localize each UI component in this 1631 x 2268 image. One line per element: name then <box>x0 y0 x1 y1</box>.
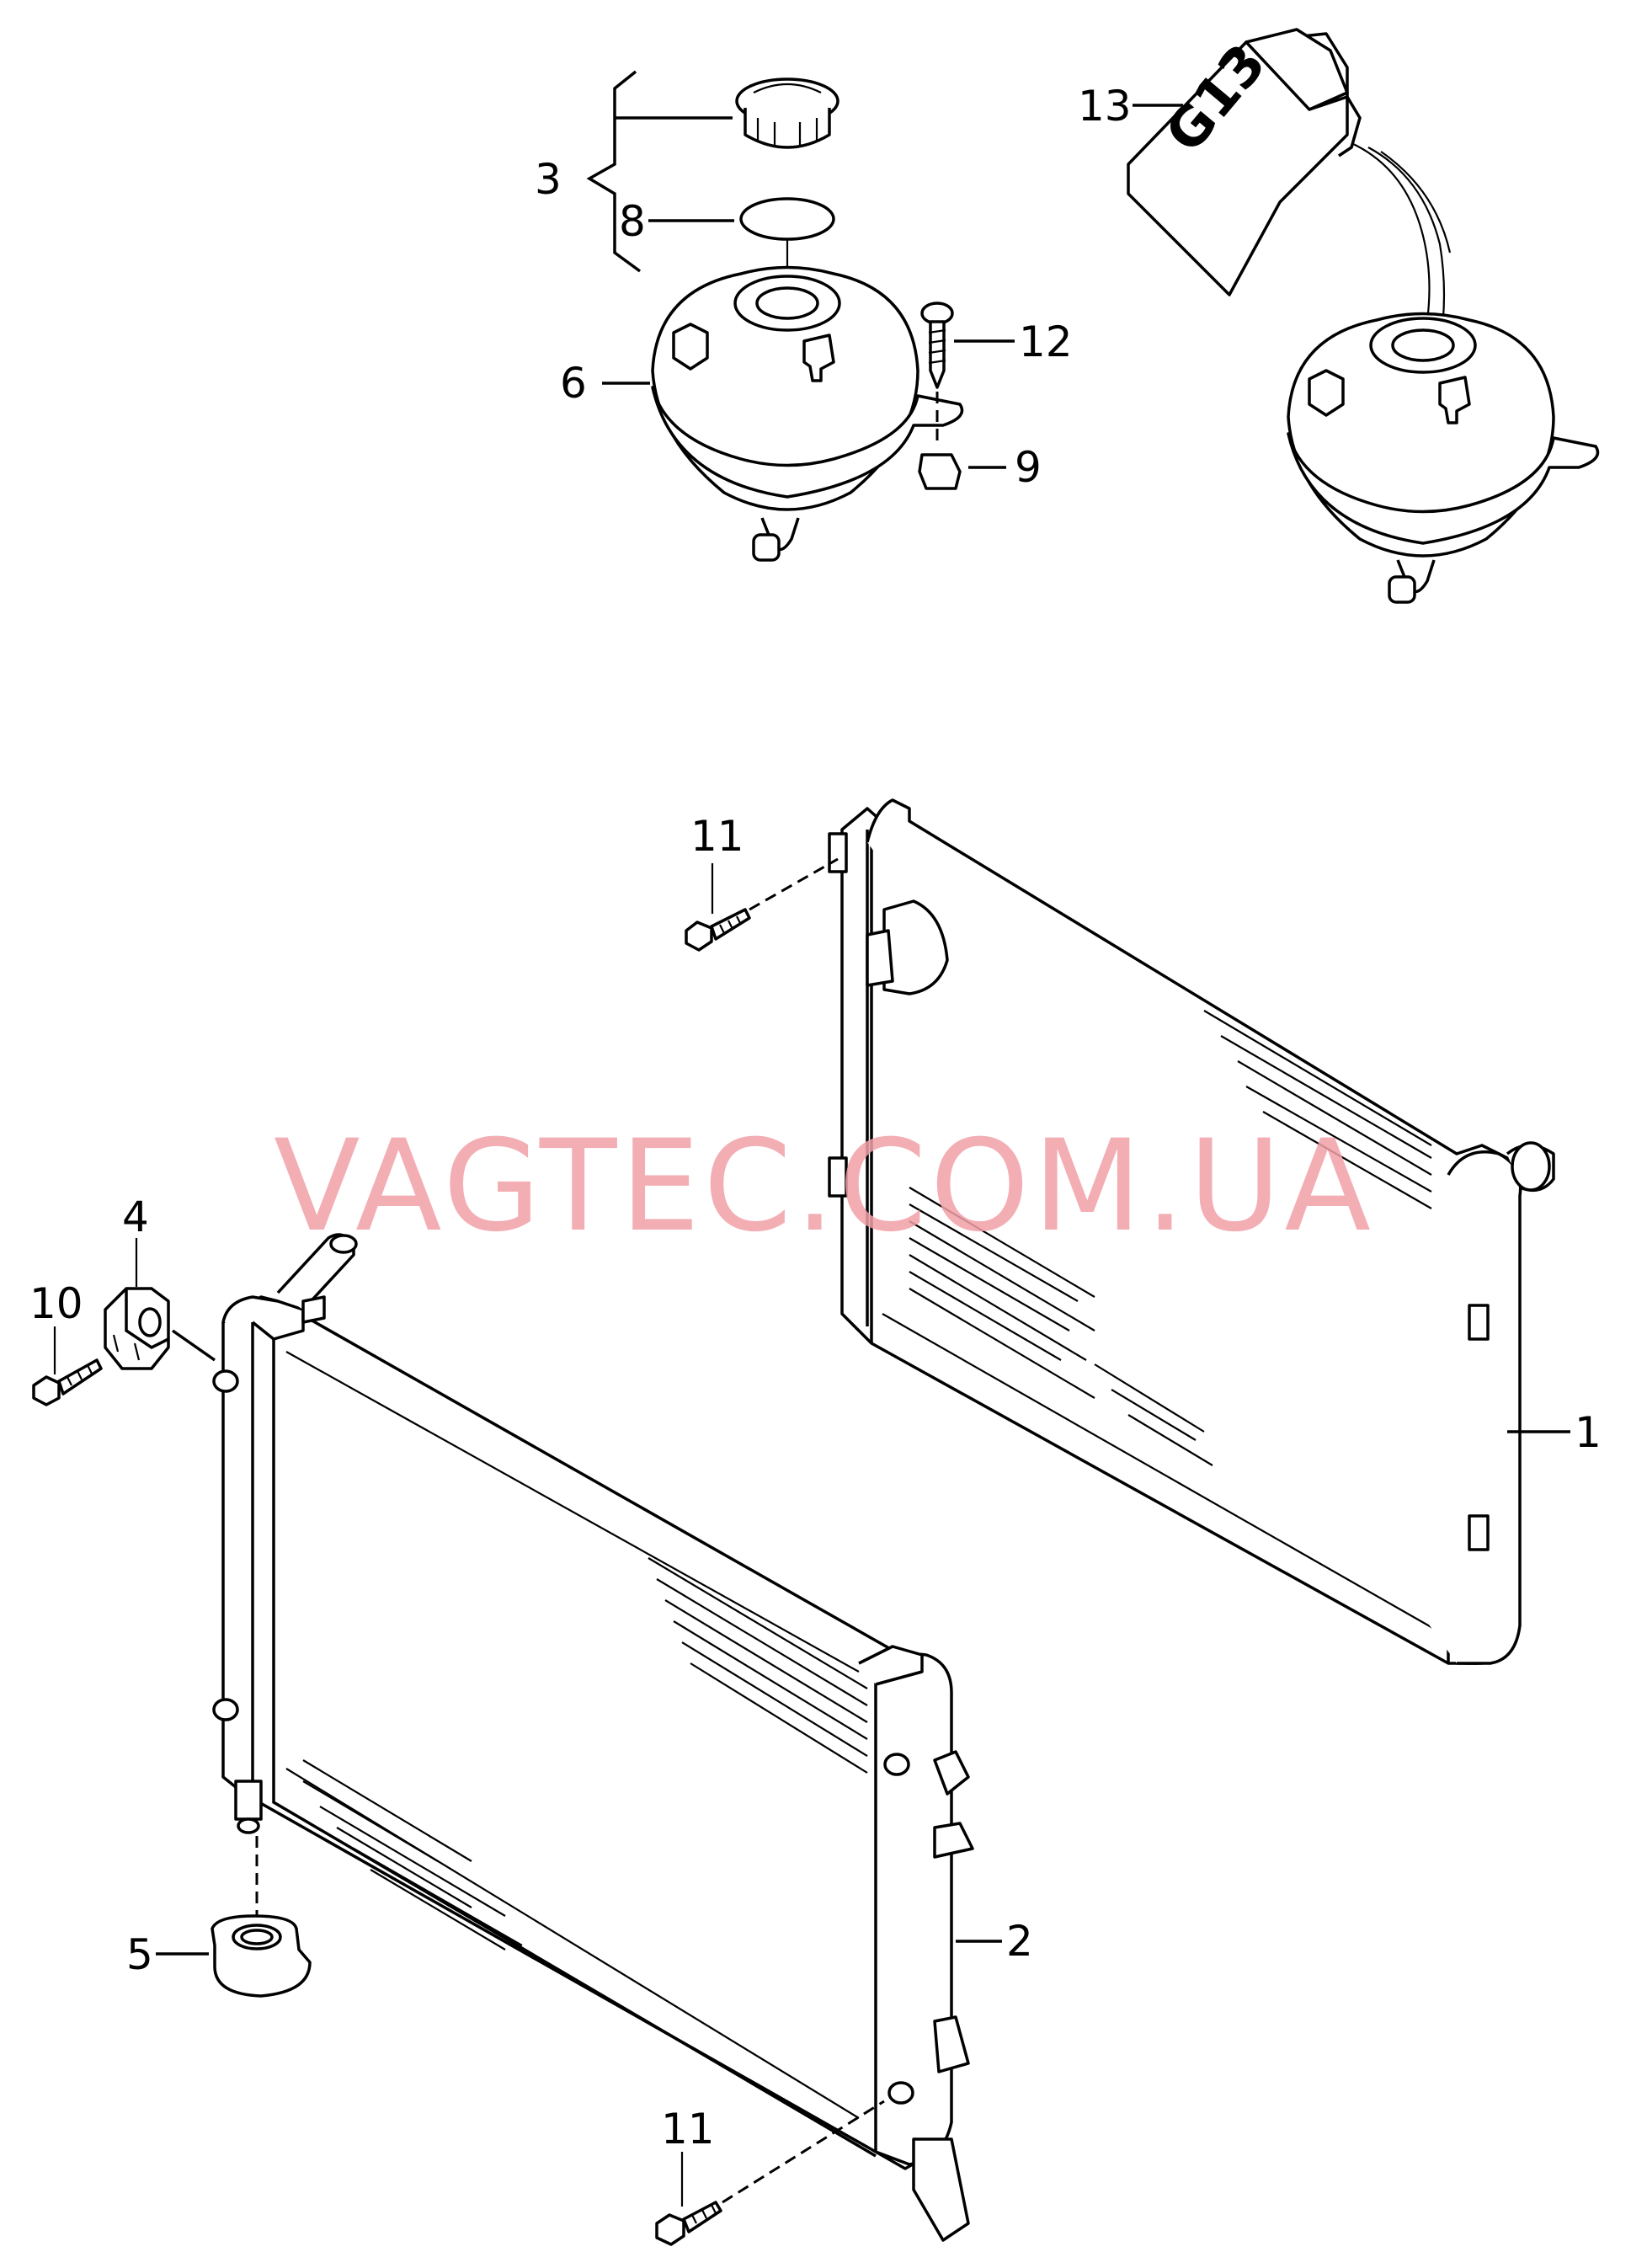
spring-nut <box>918 453 962 490</box>
coolant-canister: G13 <box>1127 28 1362 296</box>
callout-12: 12 <box>1019 318 1073 366</box>
radiator-upper <box>828 798 1555 1665</box>
callout-5: 5 <box>126 1930 153 1979</box>
screw-upper <box>685 908 751 952</box>
sealing-ring <box>739 197 835 241</box>
radiator-lower <box>212 1233 974 2242</box>
screw-lower <box>655 2201 722 2246</box>
callout-4: 4 <box>122 1193 149 1241</box>
filler-cap <box>735 77 839 149</box>
watermark: VAGTEC.COM.UA <box>274 1113 1374 1260</box>
group-brace <box>586 70 642 273</box>
callout-11-upper: 11 <box>690 812 744 861</box>
rubber-mount <box>211 1914 312 1998</box>
mounting-screw <box>920 302 954 389</box>
mounting-bracket <box>104 1287 170 1370</box>
coolant-stream <box>1351 142 1452 346</box>
expansion-tank <box>651 265 964 562</box>
callout-2: 2 <box>1006 1917 1033 1966</box>
callout-11-lower: 11 <box>661 2105 715 2153</box>
callout-3: 3 <box>535 155 562 204</box>
callout-10: 10 <box>29 1279 83 1328</box>
expansion-tank-filled <box>1287 312 1600 604</box>
callout-8: 8 <box>619 197 646 246</box>
callout-9: 9 <box>1015 443 1042 492</box>
screw-10 <box>32 1358 103 1406</box>
callout-13: 13 <box>1078 82 1132 131</box>
callout-6: 6 <box>560 359 587 408</box>
callout-1: 1 <box>1575 1408 1602 1457</box>
